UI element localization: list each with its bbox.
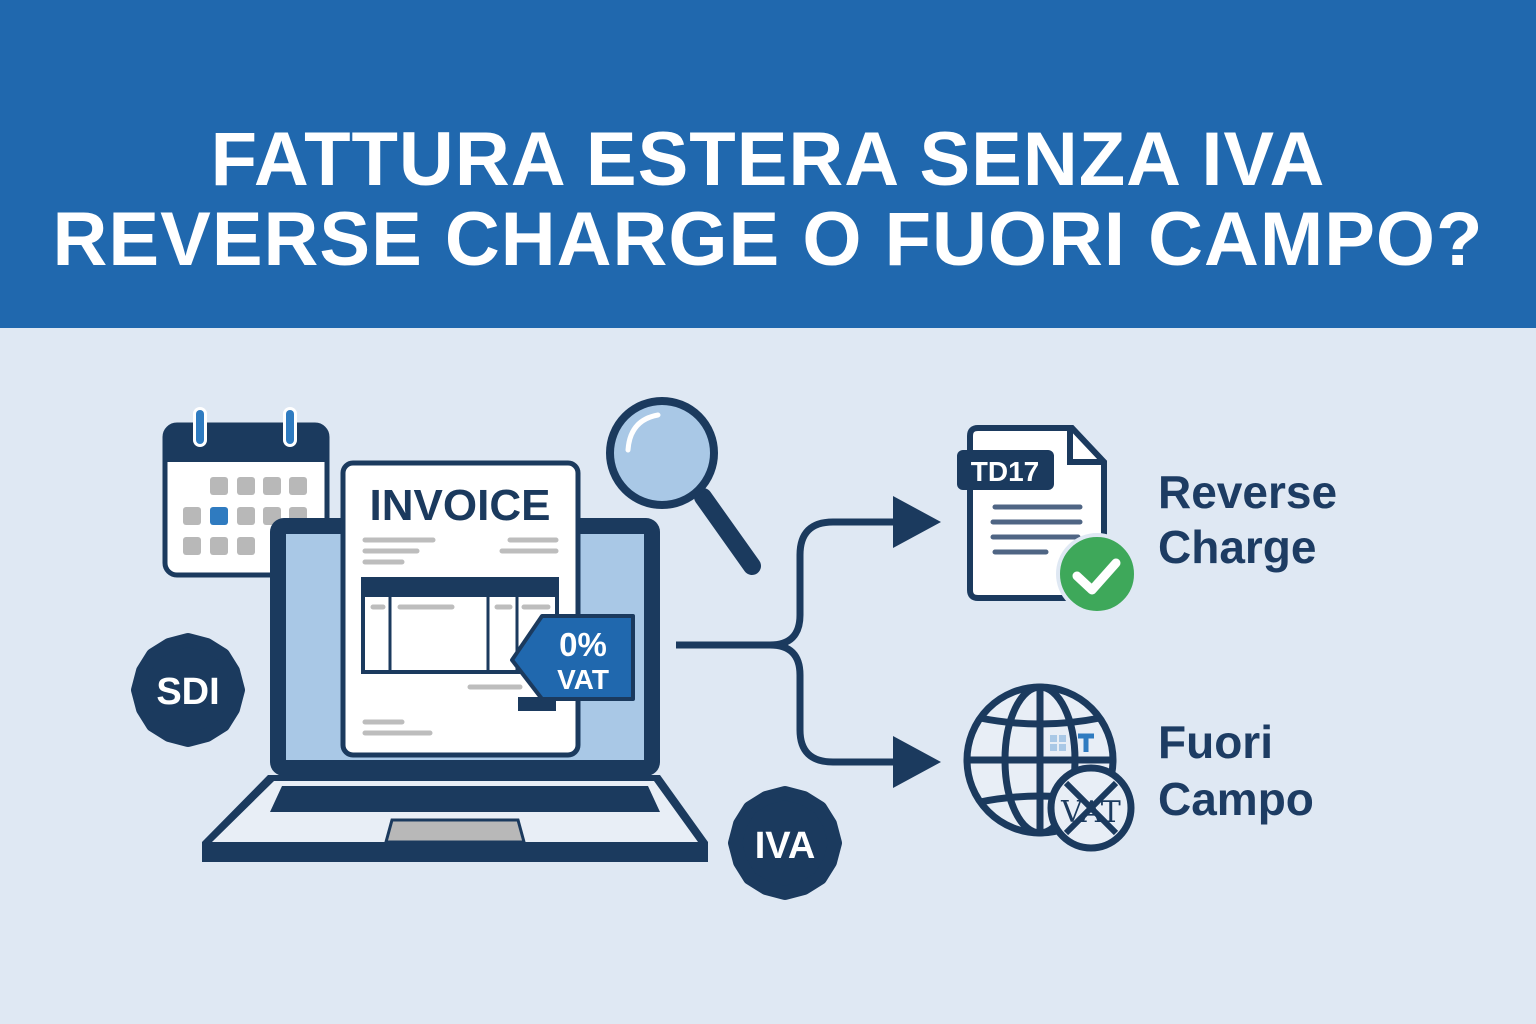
magnifier-icon xyxy=(606,397,761,575)
calendar-icon xyxy=(162,407,330,578)
vat-label: VAT xyxy=(557,664,609,695)
header-banner: FATTURA ESTERA SENZA IVA REVERSE CHARGE … xyxy=(0,0,1536,328)
document-code: TD17 xyxy=(971,456,1039,487)
invoice-title: INVOICE xyxy=(370,481,551,530)
branch-arrow-icon xyxy=(676,496,941,788)
illustration: INVOICE 0% VAT SDI IVA xyxy=(131,397,1337,900)
title-line-1: FATTURA ESTERA SENZA IVA xyxy=(210,117,1326,202)
option-reverse-charge-line1: Reverse xyxy=(1158,466,1337,518)
iva-label: IVA xyxy=(755,825,816,867)
iva-badge: IVA xyxy=(728,786,842,900)
vat-tag: 0% VAT xyxy=(510,614,635,701)
option-fuori-campo-line1: Fuori xyxy=(1158,716,1273,768)
invoice-document-icon: INVOICE xyxy=(340,460,581,758)
crossed-vat-icon: VAT xyxy=(1047,764,1135,852)
check-icon xyxy=(1056,533,1138,615)
option-fuori-campo-line2: Campo xyxy=(1158,773,1314,825)
vat-percent: 0% xyxy=(559,626,607,663)
option-reverse-charge-line2: Charge xyxy=(1158,521,1316,573)
sdi-label: SDI xyxy=(156,671,219,713)
sdi-badge: SDI xyxy=(131,633,245,747)
title-line-2: REVERSE CHARGE O FUORI CAMPO? xyxy=(52,197,1484,282)
